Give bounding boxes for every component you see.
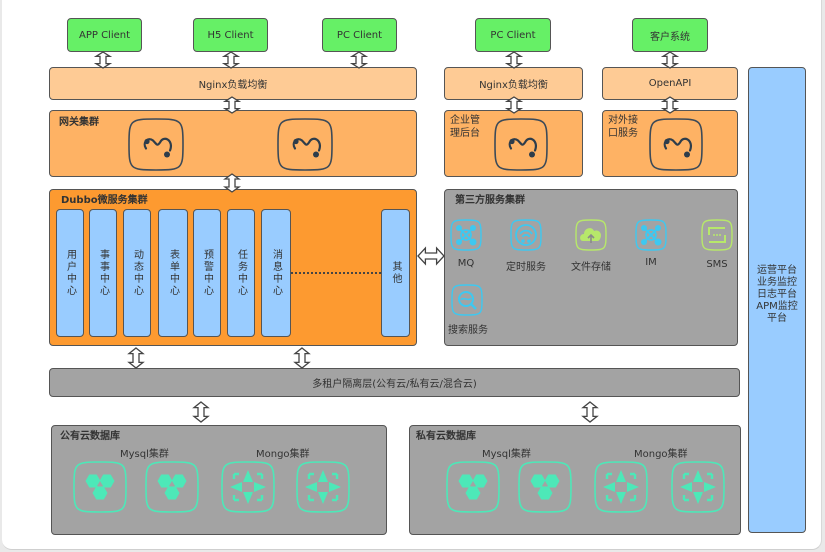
service-user-center: 用户中心 xyxy=(56,209,84,337)
ops-platform-text: 运营平台 业务监控 日志平台 APM监控 平台 xyxy=(756,265,798,325)
service-form-center: 表单中心 xyxy=(158,209,188,337)
external-service-title-line1: 对外接 xyxy=(608,115,638,126)
bidirectional-arrow-icon xyxy=(661,96,679,114)
mongo-cluster-icon xyxy=(671,461,725,513)
private-mongo-cluster-label: Mongo集群 xyxy=(634,449,688,460)
mq-label: MQ xyxy=(457,258,475,269)
private-mysql-cluster-label: Mysql集群 xyxy=(482,449,531,460)
client-pc-enterprise-label: PC Client xyxy=(490,29,536,41)
service-other: 其他 xyxy=(381,209,410,337)
mongo-cluster-icon xyxy=(221,461,275,513)
service-form-center-label: 表单中心 xyxy=(167,249,179,297)
service-message-center-label: 消息中心 xyxy=(270,249,282,297)
client-pc-enterprise: PC Client xyxy=(475,18,551,52)
file-storage-label: 文件存储 xyxy=(571,262,611,273)
service-event-center: 事事中心 xyxy=(89,209,117,337)
service-task-center-label: 任务中心 xyxy=(235,249,247,297)
multi-tenant-isolation-layer: 多租户隔离层(公有云/私有云/混合云) xyxy=(49,368,740,397)
gateway-cluster-title: 网关集群 xyxy=(59,117,99,128)
search-icon xyxy=(451,284,483,316)
ellipsis-connector xyxy=(291,272,381,274)
mysql-cluster-icon xyxy=(518,461,572,513)
admin-backend-title: 企业管理后台 xyxy=(450,114,480,140)
service-event-center-label: 事事中心 xyxy=(97,249,109,297)
mongo-cluster-icon xyxy=(594,461,648,513)
service-alert-center-label: 预警中心 xyxy=(201,249,213,297)
sms-label: SMS xyxy=(706,259,728,270)
service-user-center-label: 用户中心 xyxy=(64,249,76,297)
im-label: IM xyxy=(645,257,657,268)
external-service-title-line2: 口服务 xyxy=(608,128,638,139)
search-service-label: 搜索服务 xyxy=(448,325,488,336)
bidirectional-arrow-icon xyxy=(94,51,112,69)
nginx-load-balancer-enterprise: Nginx负载均衡 xyxy=(444,67,583,100)
third-party-service-cluster: 第三方服务集群 xyxy=(444,189,738,346)
service-task-center: 任务中心 xyxy=(227,209,255,337)
bidirectional-arrow-icon xyxy=(192,401,210,423)
service-message-center: 消息中心 xyxy=(261,209,291,337)
ops-monitoring-platform: 运营平台 业务监控 日志平台 APM监控 平台 xyxy=(748,67,806,533)
client-customer-system: 客户系统 xyxy=(632,18,708,52)
public-db-title: 公有云数据库 xyxy=(60,431,120,442)
mongo-cluster-icon xyxy=(296,461,350,513)
client-h5-label: H5 Client xyxy=(207,29,254,41)
gateway-link-icon xyxy=(277,118,333,171)
admin-backend: 企业管理后台 xyxy=(444,110,583,177)
gateway-cluster: 网关集群 xyxy=(49,110,417,177)
sms-message-icon xyxy=(701,219,733,251)
nginx-enterprise-label: Nginx负载均衡 xyxy=(479,80,548,91)
gateway-link-icon xyxy=(494,118,548,171)
client-pc: PC Client xyxy=(322,18,397,52)
bidirectional-arrow-icon xyxy=(350,51,368,69)
mysql-cluster-icon xyxy=(73,461,127,513)
openapi-label: OpenAPI xyxy=(648,78,692,89)
tenant-layer-label: 多租户隔离层(公有云/私有云/混合云) xyxy=(312,379,477,390)
third-party-cluster-title: 第三方服务集群 xyxy=(455,195,525,206)
gateway-link-icon xyxy=(649,118,703,171)
mq-network-icon xyxy=(450,219,482,251)
client-app: APP Client xyxy=(67,18,142,52)
admin-backend-title-line1: 企业管 xyxy=(450,115,480,126)
service-other-label: 其他 xyxy=(390,261,401,285)
private-db-title: 私有云数据库 xyxy=(416,431,476,442)
bidirectional-arrow-icon xyxy=(222,51,240,69)
bidirectional-arrow-icon xyxy=(661,51,679,69)
client-app-label: APP Client xyxy=(78,29,131,41)
admin-backend-title-line2: 理后台 xyxy=(450,128,480,139)
service-dynamic-center-label: 动态中心 xyxy=(131,249,143,297)
mysql-cluster-icon xyxy=(145,461,199,513)
nginx-main-label: Nginx负载均衡 xyxy=(198,80,268,91)
ops-line: APM监控 xyxy=(756,301,798,312)
timer-service-label: 定时服务 xyxy=(506,262,546,273)
cloud-upload-icon xyxy=(575,219,607,251)
bidirectional-arrow-icon xyxy=(505,96,523,114)
external-service-title: 对外接口服务 xyxy=(608,114,638,140)
client-customer-system-label: 客户系统 xyxy=(650,31,690,43)
ops-line: 业务监控 xyxy=(757,277,797,288)
public-mongo-cluster-label: Mongo集群 xyxy=(256,449,310,460)
ops-line: 运营平台 xyxy=(757,265,797,276)
bidirectional-arrow-icon xyxy=(127,347,145,369)
bidirectional-arrow-icon xyxy=(223,96,241,114)
bidirectional-arrow-icon xyxy=(417,246,445,266)
openapi-box: OpenAPI xyxy=(602,67,738,100)
bidirectional-arrow-icon xyxy=(223,173,241,193)
service-alert-center: 预警中心 xyxy=(193,209,221,337)
service-dynamic-center: 动态中心 xyxy=(123,209,151,337)
mysql-cluster-icon xyxy=(446,461,500,513)
dubbo-cluster-title: Dubbo微服务集群 xyxy=(61,195,148,206)
ops-line: 日志平台 xyxy=(757,289,797,300)
bidirectional-arrow-icon xyxy=(293,347,311,369)
timer-wifi-icon xyxy=(510,219,542,251)
nginx-load-balancer-main: Nginx负载均衡 xyxy=(49,67,417,100)
ops-line: 平台 xyxy=(767,313,787,324)
gateway-link-icon xyxy=(128,118,184,171)
bidirectional-arrow-icon xyxy=(581,401,599,423)
public-mysql-cluster-label: Mysql集群 xyxy=(120,449,169,460)
external-interface-service: 对外接口服务 xyxy=(602,110,738,177)
client-pc-label: PC Client xyxy=(336,29,383,41)
im-network-icon xyxy=(635,219,667,251)
bidirectional-arrow-icon xyxy=(505,51,523,69)
client-h5: H5 Client xyxy=(193,18,268,52)
